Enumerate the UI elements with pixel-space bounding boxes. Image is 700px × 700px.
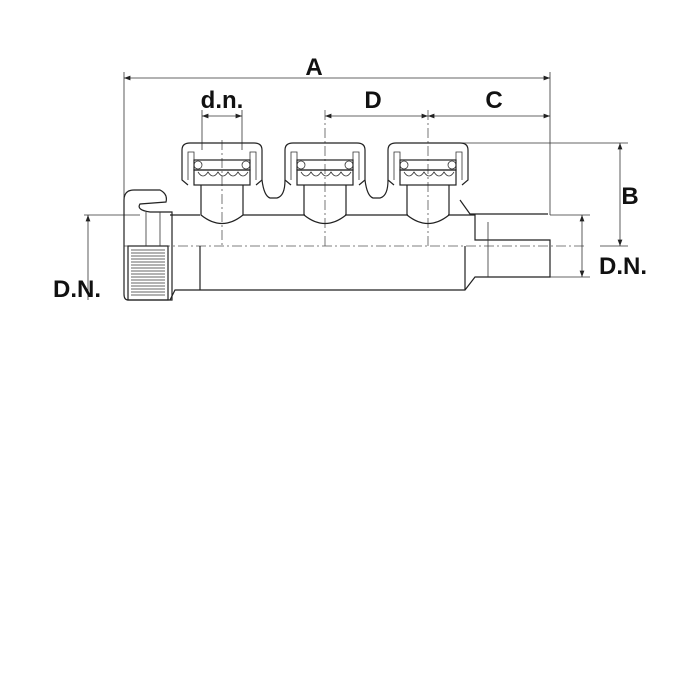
label-c: C xyxy=(485,87,502,114)
port-3 xyxy=(387,142,469,225)
inlet-nut xyxy=(123,189,173,301)
manifold-body xyxy=(169,199,551,301)
dimension-port-diameter: d.n. xyxy=(201,87,244,150)
port-1 xyxy=(181,142,286,225)
dimension-a: A xyxy=(123,54,551,215)
centerlines xyxy=(124,110,585,247)
port-2 xyxy=(284,142,389,225)
label-a: A xyxy=(305,54,322,81)
label-dn-right: D.N. xyxy=(599,253,647,280)
ports xyxy=(181,142,469,225)
label-d: D xyxy=(364,87,381,114)
label-dn-left: D.N. xyxy=(53,276,101,303)
dimension-d-c: D C xyxy=(325,87,550,119)
dimension-b: B xyxy=(430,142,639,247)
dimension-inlet-dn: D.N. xyxy=(53,214,140,303)
label-dn-small: d.n. xyxy=(201,87,244,114)
label-b: B xyxy=(621,183,638,210)
dimension-outlet-dn: D.N. xyxy=(550,214,647,280)
